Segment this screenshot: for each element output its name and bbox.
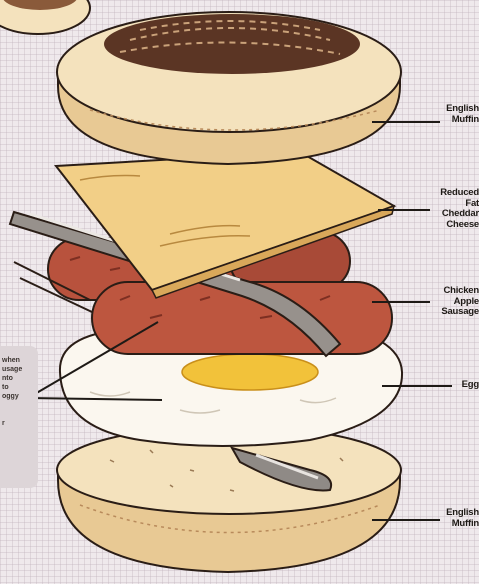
label-cheese: Reduced Fat Cheddar Cheese	[440, 188, 479, 230]
side-note-line: usage	[0, 365, 38, 374]
side-note-line: when	[0, 356, 38, 365]
label-text: Cheddar	[440, 209, 479, 220]
top-muffin	[57, 12, 401, 164]
label-text: Sausage	[441, 307, 479, 318]
corner-muffin	[0, 0, 90, 34]
label-text: Muffin	[446, 519, 479, 530]
bottom-muffin	[57, 426, 401, 572]
side-note-line: oggy	[0, 392, 38, 401]
side-note-panel: when usage nto to oggy r	[0, 346, 38, 488]
side-note-line	[0, 410, 38, 419]
label-text: Muffin	[446, 115, 479, 126]
label-bottom-muffin: English Muffin	[446, 508, 479, 529]
side-note-line: to	[0, 383, 38, 392]
label-text: Egg	[462, 380, 479, 391]
label-top-muffin: English Muffin	[446, 104, 479, 125]
side-note-line: nto	[0, 374, 38, 383]
label-egg: Egg	[462, 380, 479, 391]
label-text: Chicken	[441, 286, 479, 297]
label-sausage: Chicken Apple Sausage	[441, 286, 479, 318]
side-note-line	[0, 401, 38, 410]
label-text: English	[446, 104, 479, 115]
label-text: Cheese	[440, 220, 479, 231]
label-text: English	[446, 508, 479, 519]
side-note-line: r	[0, 419, 38, 428]
label-text: Reduced	[440, 188, 479, 199]
